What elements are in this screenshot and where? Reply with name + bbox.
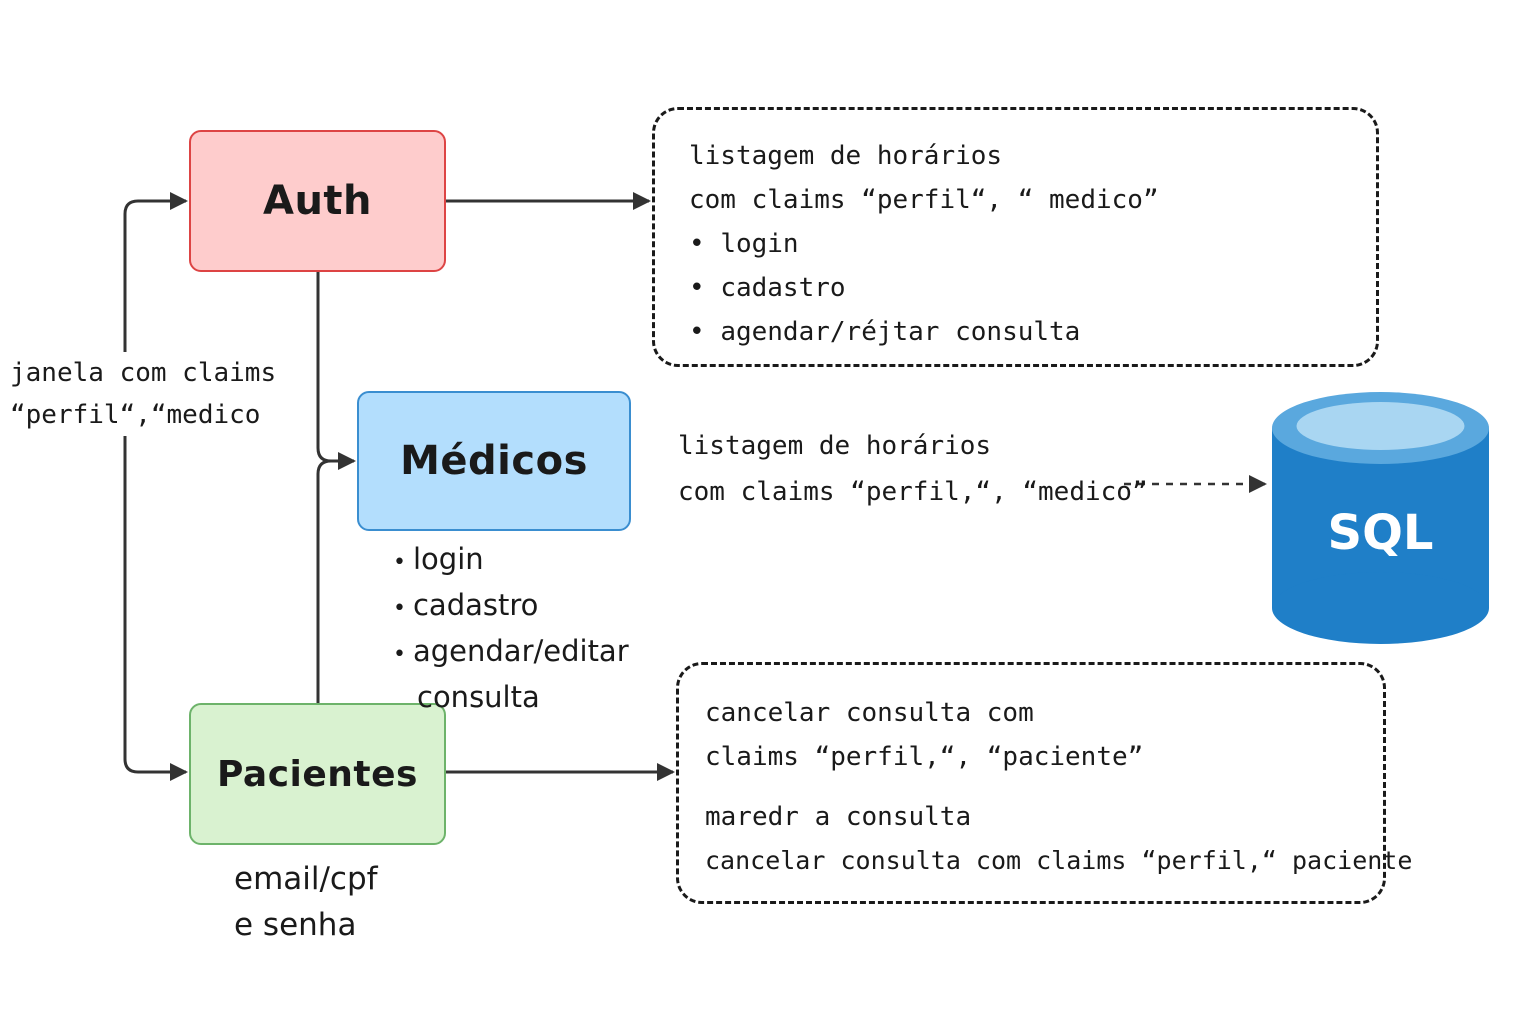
box-text-line: listagem de horários — [689, 141, 1003, 171]
box-bullet-item: cadastro — [689, 266, 1376, 310]
credentials-line: email/cpf — [234, 861, 378, 897]
box-text-line: claims “perfil,“, “paciente” — [705, 742, 1144, 772]
credentials-line: e senha — [234, 907, 357, 943]
auth-label: Auth — [262, 178, 373, 224]
medicos-text-line: com claims “perfil,“, “medico” — [678, 477, 1148, 507]
pacientes-credentials-label: email/cpf e senha — [234, 856, 378, 948]
connector-left-to-auth — [123, 192, 188, 420]
list-item: login — [393, 538, 629, 584]
pacientes-node: Pacientes — [189, 703, 446, 845]
side-claims-label: janela com claims “perfil“,“medico — [10, 352, 277, 436]
box-bullet-item: agendar/réjtar consulta — [689, 310, 1376, 354]
box-text-line: com claims “perfil“, “ medico” — [689, 185, 1159, 215]
auth-node: Auth — [189, 130, 446, 272]
box-text-line: cancelar consulta com claims “perfil,“ p… — [705, 846, 1413, 875]
box-text-line: maredr a consulta — [705, 802, 972, 832]
list-item: agendar/editar — [393, 630, 629, 676]
medicos-claims-text: listagem de horários com claims “perfil,… — [678, 423, 1148, 515]
connector-auth-to-medicos — [316, 272, 356, 470]
database-cylinder — [1272, 392, 1489, 644]
auth-info-box: listagem de horários com claims “perfil“… — [652, 107, 1379, 367]
connector-pacientes-to-medicos — [316, 459, 332, 703]
database-label: SQL — [1327, 505, 1434, 561]
box-text-line: cancelar consulta com — [705, 698, 1034, 728]
list-item: cadastro — [393, 584, 629, 630]
side-label-line: “perfil“,“medico — [10, 400, 261, 430]
medicos-label: Médicos — [400, 438, 588, 484]
medicos-node: Médicos — [357, 391, 631, 531]
medicos-feature-list: login cadastro agendar/editar consulta — [393, 538, 629, 719]
connector-left-to-pacientes — [123, 420, 188, 781]
list-item-continuation: consulta — [417, 680, 540, 714]
pacientes-info-box: cancelar consulta com claims “perfil,“, … — [676, 662, 1413, 904]
medicos-text-line: listagem de horários — [678, 431, 992, 461]
box-bullet-item: login — [689, 222, 1376, 266]
side-label-line: janela com claims — [10, 358, 277, 388]
pacientes-label: Pacientes — [217, 753, 418, 795]
